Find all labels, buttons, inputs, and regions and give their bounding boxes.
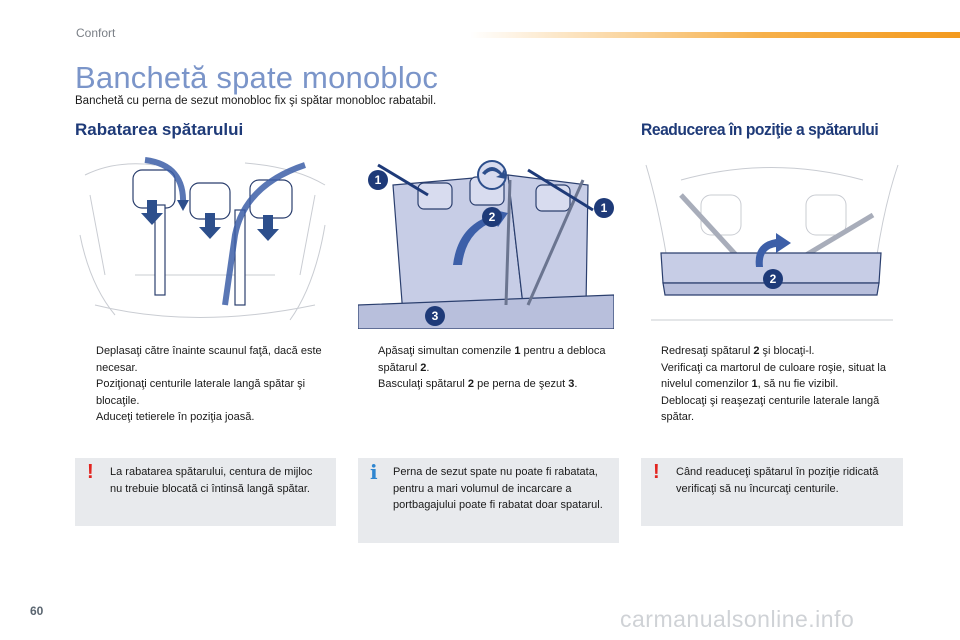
page-number: 60 xyxy=(30,604,44,618)
info-icon: i xyxy=(370,460,378,484)
warning-note-belt: ! La rabatarea spătarului, centura de mi… xyxy=(75,458,336,526)
steps-list-commands: Apăsaţi simultan comenzile 1 pentru a de… xyxy=(358,343,616,393)
warning-icon: ! xyxy=(653,461,660,483)
heading-readucere: Readucerea în poziţie a spătarului xyxy=(641,120,879,139)
svg-text:3: 3 xyxy=(432,309,439,323)
warning-note-raise: ! Când readuceţi spătarul în poziţie rid… xyxy=(641,458,903,526)
figure-headrests-lowering xyxy=(75,155,330,329)
page-title: Banchetă spate monobloc xyxy=(75,60,439,95)
figure-folding-svg: 1 1 2 3 xyxy=(358,155,614,329)
svg-text:2: 2 xyxy=(770,272,777,286)
list-item: Redresaţi spătarul 2 şi blocaţi-l. xyxy=(661,345,815,357)
figure-folding-backrest: 1 1 2 3 xyxy=(358,155,614,329)
info-note-cushion: i Perna de sezut spate nu poate fi rabat… xyxy=(358,458,619,543)
watermark: carmanualsonline.info xyxy=(620,606,855,632)
list-item: Apăsaţi simultan comenzile 1 pentru a de… xyxy=(378,345,606,374)
list-item: Basculaţi spătarul 2 pe perna de şezut 3… xyxy=(378,378,578,390)
callout-1-left: 1 xyxy=(368,170,388,190)
callout-2-fig3: 2 xyxy=(763,269,783,289)
svg-text:1: 1 xyxy=(601,201,608,215)
steps-list-rabatare: Deplasaţi către înainte scaunul faţă, da… xyxy=(76,343,342,426)
figure-raise-svg: 2 xyxy=(645,164,899,321)
callout-3: 3 xyxy=(425,306,445,326)
warning-icon: ! xyxy=(87,461,94,483)
list-item: Deblocaţi şi reaşezaţi centurile lateral… xyxy=(661,394,880,424)
figure-headrests-svg xyxy=(79,157,326,321)
list-item: Verificaţi ca martorul de culoare roşie,… xyxy=(661,361,886,391)
figure-backrest-raise: 2 xyxy=(641,155,903,329)
arrow-icon xyxy=(141,200,279,241)
page-subtitle: Banchetă cu perna de sezut monobloc fix … xyxy=(75,95,437,107)
heading-rabatare: Rabatarea spătarului xyxy=(75,120,244,139)
steps-list-readucere: Redresaţi spătarul 2 şi blocaţi-l. Verif… xyxy=(641,343,901,426)
callout-1-right: 1 xyxy=(594,198,614,218)
svg-text:2: 2 xyxy=(489,210,496,224)
section-tag: Confort xyxy=(76,26,116,40)
list-item: Aduceţi tetierele în poziţia joasă. xyxy=(96,411,255,423)
callout-2: 2 xyxy=(482,207,502,227)
list-item: Poziţionaţi centurile laterale langă spă… xyxy=(96,378,306,407)
list-item: Deplasaţi către înainte scaunul faţă, da… xyxy=(96,345,322,374)
svg-text:1: 1 xyxy=(375,173,382,187)
accent-bar xyxy=(470,32,960,38)
